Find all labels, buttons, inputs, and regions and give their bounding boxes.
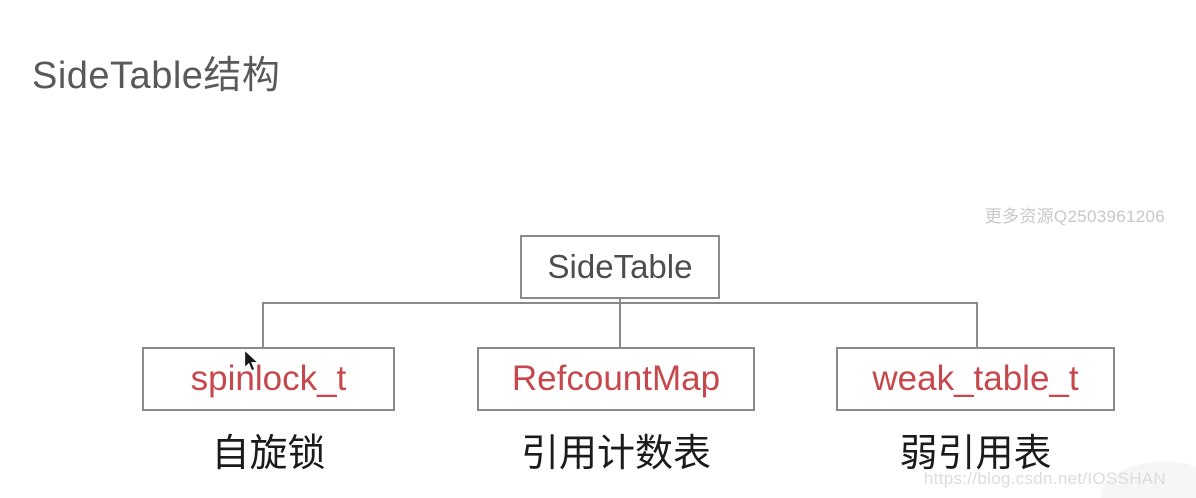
connector-vertical-mid — [619, 299, 621, 347]
diagram-node-label: RefcountMap — [511, 359, 721, 398]
diagram-node-label: spinlock_t — [190, 359, 347, 398]
diagram-node-label: SideTable — [547, 248, 693, 285]
diagram-node-sidetable: SideTable — [520, 235, 720, 299]
diagram-caption-refcountmap: 引用计数表 — [520, 433, 711, 475]
diagram-node-spinlock: spinlock_t — [142, 347, 395, 411]
page-title: SideTable结构 — [32, 55, 281, 97]
watermark-bottom-right: https://blog.csdn.net/IOSSHAN — [923, 469, 1166, 488]
diagram-caption-weaktable: 弱引用表 — [899, 433, 1052, 475]
mouse-cursor-icon — [244, 349, 259, 372]
connector-vertical-right — [976, 302, 978, 347]
diagram-node-refcountmap: RefcountMap — [477, 347, 755, 411]
watermark-top-right: 更多资源Q2503961206 — [984, 207, 1165, 226]
diagram-node-label: weak_table_t — [872, 359, 1079, 398]
diagram-caption-spinlock: 自旋锁 — [211, 433, 326, 475]
connector-vertical-left — [262, 302, 264, 347]
diagram-node-weaktable: weak_table_t — [836, 347, 1115, 411]
